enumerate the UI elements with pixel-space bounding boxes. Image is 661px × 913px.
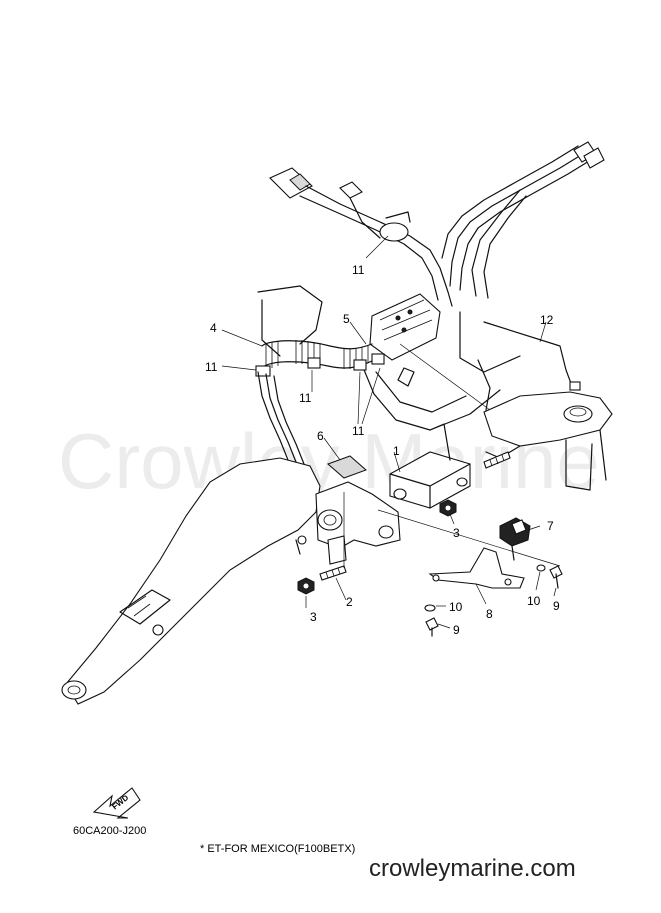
callout-10: 10 xyxy=(527,594,541,608)
footnote: * ET-FOR MEXICO(F100BETX) xyxy=(200,843,356,855)
callout-1: 1 xyxy=(393,444,400,458)
drawing-code: 60CA200-J200 xyxy=(73,825,147,837)
forward-arrow: FWD xyxy=(92,787,141,819)
stud-bolt xyxy=(319,451,511,581)
callout-8: 8 xyxy=(486,607,493,621)
callout-12: 12 xyxy=(540,313,554,327)
corrugated-tube xyxy=(255,340,385,475)
trim-sensor xyxy=(499,517,531,561)
callout-11: 11 xyxy=(205,360,218,374)
leader-lines xyxy=(221,235,561,629)
swivel-bracket xyxy=(257,285,613,491)
wire-harness xyxy=(269,141,605,307)
callout-10: 10 xyxy=(449,600,463,614)
part-1-block xyxy=(389,423,471,509)
site-url: crowleymarine.com xyxy=(369,855,576,882)
callout-6: 6 xyxy=(317,429,324,443)
callout-3: 3 xyxy=(310,610,317,624)
lead-wire-connector xyxy=(569,381,581,391)
callout-5: 5 xyxy=(343,312,350,326)
callout-11: 11 xyxy=(352,263,365,277)
callout-11: 11 xyxy=(352,424,365,438)
pivot-bracket xyxy=(315,481,401,565)
nut xyxy=(297,499,457,595)
mounting-plate xyxy=(428,547,525,589)
upper-housing xyxy=(369,293,521,373)
callout-7: 7 xyxy=(547,519,554,533)
washer xyxy=(424,564,546,612)
lead-wire xyxy=(483,321,581,391)
label-plate xyxy=(327,455,367,479)
callout-9: 9 xyxy=(553,599,560,613)
callout-9: 9 xyxy=(453,623,460,637)
callout-4: 4 xyxy=(210,321,217,335)
callout-2: 2 xyxy=(346,595,353,609)
callout-11: 11 xyxy=(299,391,312,405)
callout-3: 3 xyxy=(453,526,460,540)
screw xyxy=(425,565,563,637)
